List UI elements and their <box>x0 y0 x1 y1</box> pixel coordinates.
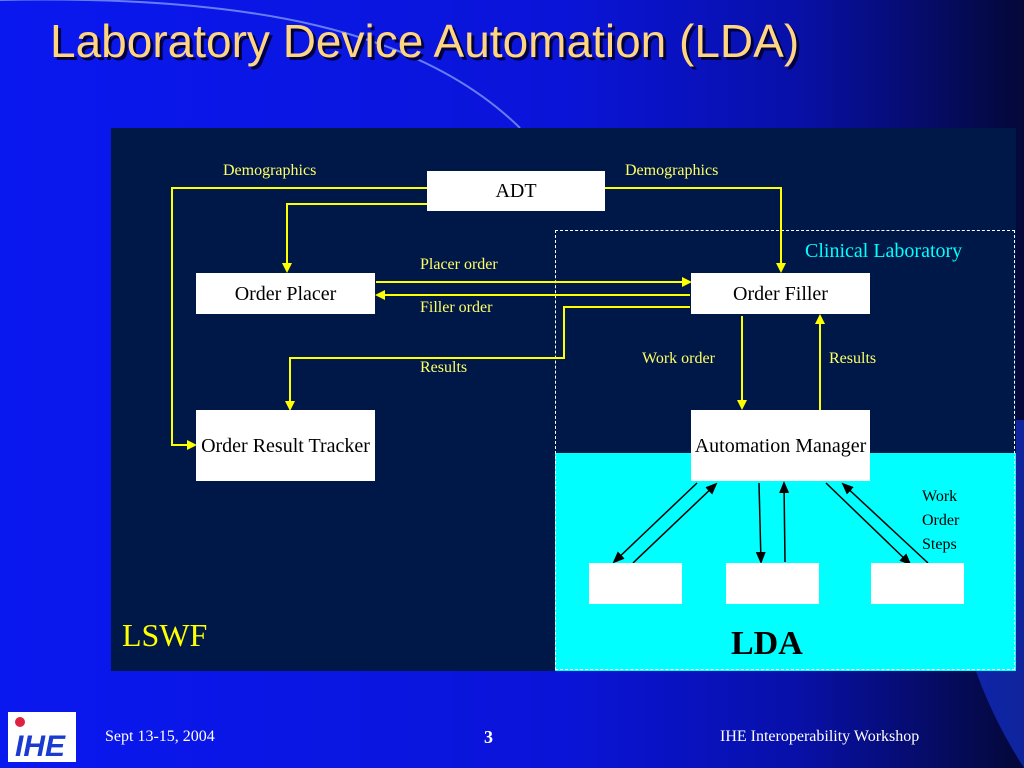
work-order-step-arrow <box>841 482 929 564</box>
work-order-step-arrow <box>779 481 790 563</box>
work-order-step-arrow <box>755 482 766 564</box>
demographics-to-placer-arrow <box>282 203 428 273</box>
ihe-logo-text: IHE <box>15 730 66 762</box>
demographics-to-filler-arrow <box>605 187 786 273</box>
demographics-right-label: Demographics <box>625 162 719 179</box>
lda-label: LDA <box>731 625 803 662</box>
placer-order-label: Placer order <box>420 256 498 273</box>
work-order-steps-label: Work Order Steps <box>922 488 960 553</box>
footer-event: IHE Interoperability Workshop <box>720 728 920 745</box>
footer-page-number: 3 <box>484 727 493 747</box>
filler-order-label: Filler order <box>420 299 493 316</box>
results-left-label: Results <box>420 359 468 376</box>
work-order-step-arrow <box>632 482 718 564</box>
clinical-laboratory-region <box>555 230 1015 670</box>
order-placer-node: Order Placer <box>196 273 375 314</box>
demographics-to-tracker-arrow <box>171 187 428 450</box>
footer-date: Sept 13-15, 2004 <box>105 728 215 745</box>
results-right-label: Results <box>829 350 877 367</box>
adt-node: ADT <box>427 171 605 211</box>
device-node-3 <box>871 563 964 604</box>
order-filler-node: Order Filler <box>691 273 870 314</box>
ihe-logo-icon: IHE <box>8 712 76 763</box>
clinical-laboratory-label: Clinical Laboratory <box>805 240 963 262</box>
work-order-step-arrow <box>612 482 698 564</box>
automation-manager-node: Automation Manager <box>691 410 870 481</box>
order-result-tracker-node: Order Result Tracker <box>196 410 375 481</box>
slide-title: Laboratory Device Automation (LDA) <box>50 15 800 67</box>
work-order-step-arrow <box>825 482 912 566</box>
demographics-left-label: Demographics <box>223 162 317 179</box>
results-to-tracker-arrow <box>285 306 690 411</box>
lswf-label: LSWF <box>122 617 208 653</box>
device-node-2 <box>726 563 819 604</box>
device-node-1 <box>589 563 682 604</box>
work-order-label: Work order <box>642 350 715 367</box>
